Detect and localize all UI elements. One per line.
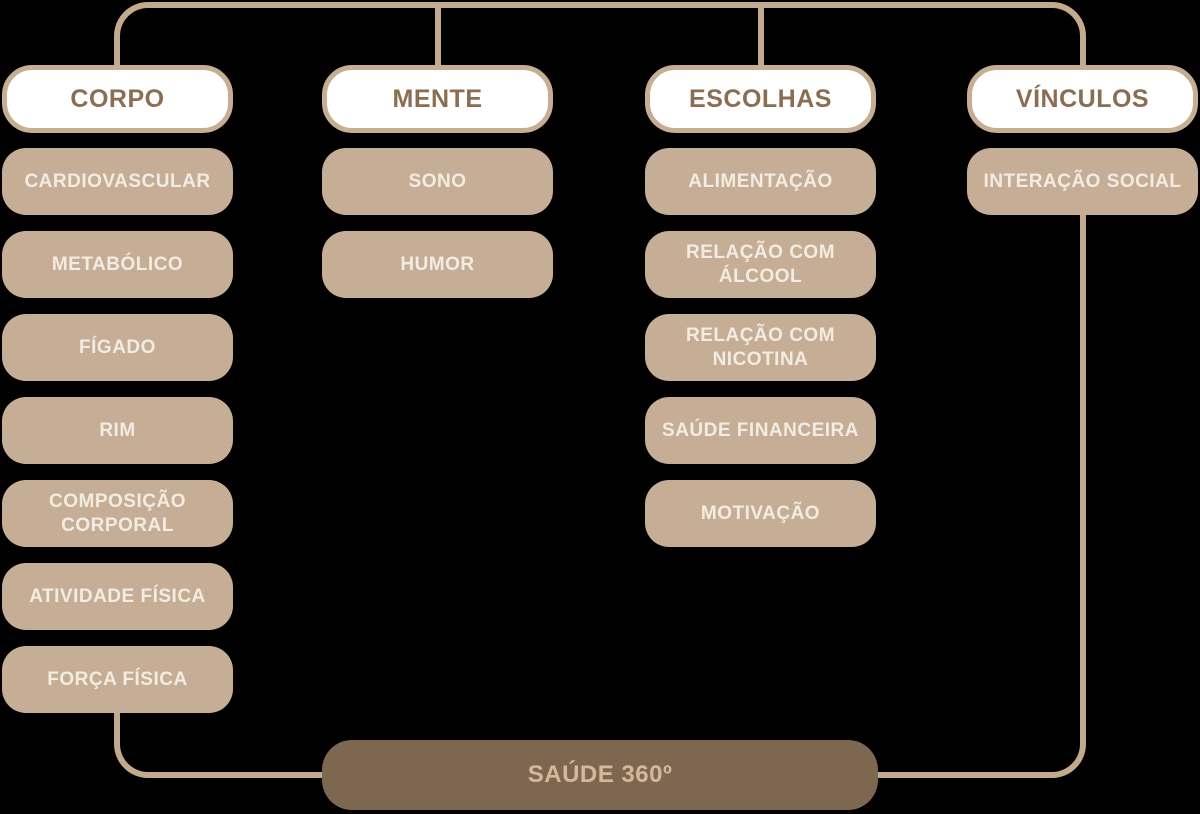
node-sono: SONO [322,148,553,215]
node-header-escolhas: ESCOLHAS [645,65,876,133]
node-forca-fisica: FORÇA FÍSICA [2,646,233,713]
node-metabolico: METABÓLICO [2,231,233,298]
connector-corpo-to-root [114,712,322,778]
column-escolhas: ESCOLHAS ALIMENTAÇÃO RELAÇÃO COM ÁLCOOL … [645,65,876,563]
connector-top-spine [114,2,1086,65]
node-alimentacao: ALIMENTAÇÃO [645,148,876,215]
node-composicao-corporal: COMPOSIÇÃO CORPORAL [2,480,233,547]
node-header-vinculos: VÍNCULOS [967,65,1198,133]
column-corpo: CORPO CARDIOVASCULAR METABÓLICO FÍGADO R… [2,65,233,729]
node-motivacao: MOTIVAÇÃO [645,480,876,547]
node-rim: RIM [2,397,233,464]
connector-drop-mente [435,6,441,65]
connector-vinculos-to-root [878,214,1086,778]
node-saude-financeira: SAÚDE FINANCEIRA [645,397,876,464]
connector-drop-escolhas [758,6,764,65]
node-cardiovascular: CARDIOVASCULAR [2,148,233,215]
node-humor: HUMOR [322,231,553,298]
node-figado: FÍGADO [2,314,233,381]
node-relacao-com-alcool: RELAÇÃO COM ÁLCOOL [645,231,876,298]
node-atividade-fisica: ATIVIDADE FÍSICA [2,563,233,630]
node-header-corpo: CORPO [2,65,233,133]
column-mente: MENTE SONO HUMOR [322,65,553,314]
column-vinculos: VÍNCULOS INTERAÇÃO SOCIAL [967,65,1198,231]
node-relacao-com-nicotina: RELAÇÃO COM NICOTINA [645,314,876,381]
node-root-saude-360: SAÚDE 360º [322,740,878,810]
node-header-mente: MENTE [322,65,553,133]
node-interacao-social: INTERAÇÃO SOCIAL [967,148,1198,215]
